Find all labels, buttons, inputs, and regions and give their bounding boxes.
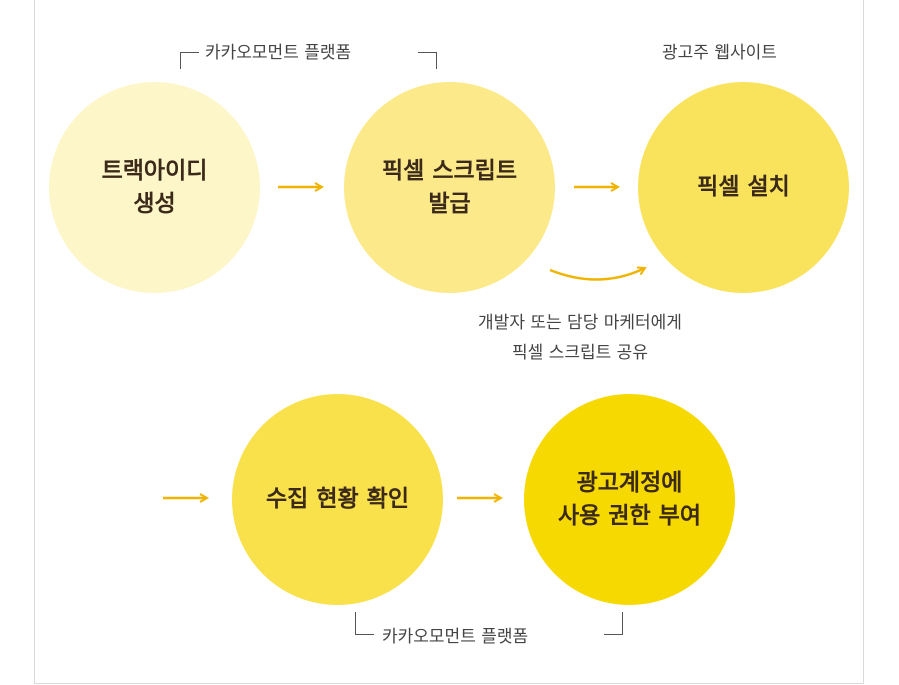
curved-arrow-icon <box>549 268 645 281</box>
step-label-line1: 픽셀 설치 <box>697 174 790 200</box>
step-label-line2: 생성 <box>133 190 176 217</box>
step-label-line2: 발급 <box>428 190 471 217</box>
bottom-bracket-left <box>355 612 374 635</box>
top-bracket-left <box>180 52 199 69</box>
advertiser-label: 광고주 웹사이트 <box>662 43 777 63</box>
platform-label-top: 카카오모먼트 플랫폼 <box>205 43 352 63</box>
step-check-collection: 수집 현황 확인 <box>232 394 443 605</box>
step-create-track-id: 트랙아이디 생성 <box>49 82 260 293</box>
top-bracket-right <box>418 52 437 69</box>
share-script-note: 개발자 또는 담당 마케터에게 픽셀 스크립트 공유 <box>430 308 730 368</box>
step-label-line1: 광고계정에 <box>576 469 683 496</box>
step-label-line1: 픽셀 스크립트 <box>382 157 517 184</box>
platform-label-bottom: 카카오모먼트 플랫폼 <box>382 627 529 647</box>
note-line2: 픽셀 스크립트 공유 <box>512 343 648 363</box>
step-label-line1: 트랙아이디 <box>101 157 208 184</box>
step-issue-pixel-script: 픽셀 스크립트 발급 <box>344 82 555 293</box>
note-line1: 개발자 또는 담당 마케터에게 <box>478 313 682 333</box>
step-install-pixel: 픽셀 설치 <box>638 82 849 293</box>
step-label-line1: 수집 현황 확인 <box>266 486 409 512</box>
step-grant-permission: 광고계정에 사용 권한 부여 <box>524 394 735 605</box>
step-label-line2: 사용 권한 부여 <box>558 502 701 529</box>
bottom-bracket-right <box>604 612 623 635</box>
